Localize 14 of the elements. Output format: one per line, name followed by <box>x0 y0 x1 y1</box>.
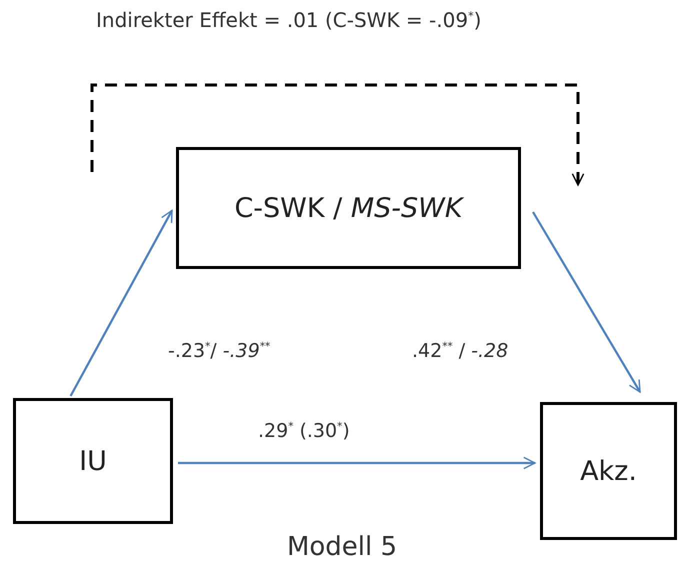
variable-box <box>13 398 173 524</box>
node-label: C-SWK / MS-SWK <box>234 192 463 224</box>
node-label: Akz. <box>580 456 637 486</box>
arrow <box>178 456 536 470</box>
variable-box <box>540 402 677 540</box>
effect-note: Indirekter Effekt = .01 (C-SWK = -.09$^{*}$) <box>96 8 482 32</box>
edge-label: .29$^{*}$ (.30$^{*}$) <box>258 420 350 442</box>
node-label: IU <box>79 446 107 476</box>
arrow <box>532 211 641 393</box>
edge-label: .42$^{**}$ / -.28 <box>412 340 508 362</box>
caption: Modell 5 <box>286 532 398 562</box>
arrow <box>70 210 173 397</box>
edge-label: -.23$^{*}$/ -.39$^{**}$ <box>168 340 270 362</box>
variable-box <box>176 147 521 269</box>
